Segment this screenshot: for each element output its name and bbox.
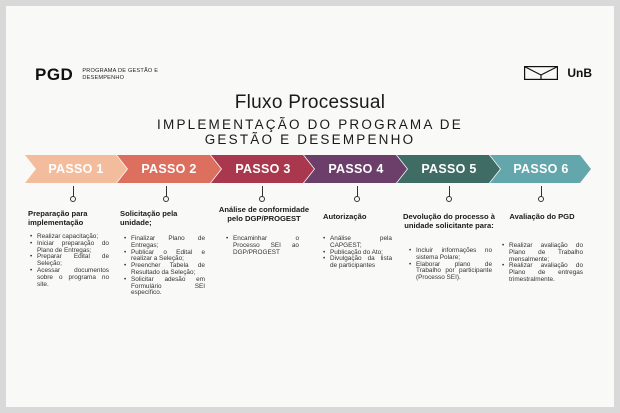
step-1-arrow bbox=[25, 155, 127, 183]
step-5-heading: Devolução do processo à unidade solicita… bbox=[403, 212, 495, 230]
list-item: Acessar documentos sobre o programa no s… bbox=[30, 267, 109, 288]
step-6-node bbox=[538, 196, 544, 202]
list-item: Encaminhar o Processo SEI ao DGP/PROGEST bbox=[226, 235, 299, 256]
step-4-connector bbox=[357, 186, 358, 198]
step-2-list: Finalizar Plano de Entregas; Publicar o … bbox=[122, 235, 205, 297]
step-1-list: Realizar capacitação; Iniciar preparação… bbox=[28, 233, 109, 288]
step-3-arrow bbox=[211, 155, 314, 183]
process-arrows bbox=[25, 155, 591, 183]
list-item: Análise pela CAPGEST; bbox=[323, 235, 392, 250]
step-3-node bbox=[259, 196, 265, 202]
list-item: Preparar Edital de Seleção; bbox=[30, 254, 109, 268]
step-5-arrow bbox=[397, 155, 500, 183]
step-6-list: Realizar avaliação do Plano de Trabalho … bbox=[500, 242, 583, 284]
step-1-heading: Preparação para implementação bbox=[28, 209, 88, 227]
page-subtitle: IMPLEMENTAÇÃO DO PROGRAMA DE GESTÃO E DE… bbox=[157, 117, 463, 147]
list-item: Incluir informações no sistema Polare; bbox=[409, 247, 492, 262]
step-2-connector bbox=[166, 186, 167, 198]
unb-mark-icon bbox=[524, 66, 559, 80]
step-5-list: Incluir informações no sistema Polare; E… bbox=[407, 247, 492, 282]
step-2-heading: Solicitação pela unidade; bbox=[120, 209, 178, 227]
step-3-label: PASSO 3 bbox=[235, 162, 291, 176]
list-item: Publicação do Ato; bbox=[323, 249, 392, 257]
pgd-logo-full-name: PROGRAMA DE GESTÃO E DESEMPENHO bbox=[82, 68, 159, 81]
step-3-heading: Análise de conformidade pelo DGP/PROGEST bbox=[218, 205, 310, 223]
diagram-page: PGD PROGRAMA DE GESTÃO E DESEMPENHO UnB … bbox=[6, 6, 614, 407]
list-item: Elaborar plano de Trabalho por participa… bbox=[409, 261, 492, 282]
step-1-label: PASSO 1 bbox=[48, 162, 104, 176]
step-6-connector bbox=[541, 186, 542, 198]
pgd-logo: PGD PROGRAMA DE GESTÃO E DESEMPENHO bbox=[35, 65, 172, 85]
list-item: Realizar avaliação do Plano de Trabalho … bbox=[502, 242, 583, 263]
list-item: Divulgação da lista de participantes bbox=[323, 256, 392, 270]
step-4-list: Análise pela CAPGEST; Publicação do Ato;… bbox=[321, 235, 392, 270]
pgd-logo-abbr: PGD bbox=[35, 65, 74, 84]
step-2-node bbox=[163, 196, 169, 202]
step-6-arrow bbox=[490, 155, 591, 183]
unb-logo-name: UnB bbox=[567, 66, 592, 80]
step-3-list: Encaminhar o Processo SEI ao DGP/PROGEST bbox=[224, 235, 299, 256]
step-4-node bbox=[354, 196, 360, 202]
step-5-connector bbox=[449, 186, 450, 198]
step-5-label: PASSO 5 bbox=[421, 162, 477, 176]
step-6-label: PASSO 6 bbox=[513, 162, 569, 176]
step-4-heading: Autorização bbox=[323, 212, 367, 221]
step-5-node bbox=[446, 196, 452, 202]
page-title: Fluxo Processual bbox=[234, 92, 386, 113]
step-2-label: PASSO 2 bbox=[141, 162, 197, 176]
step-2-arrow bbox=[117, 155, 221, 183]
step-6-heading: Avaliação do PGD bbox=[509, 212, 575, 221]
list-item: Realizar capacitação; bbox=[30, 233, 109, 241]
list-item: Solicitar adesão em Formulário SEI espec… bbox=[124, 276, 205, 297]
step-3-connector bbox=[262, 186, 263, 198]
list-item: Realizar avaliação do Plano de entregas … bbox=[502, 262, 583, 283]
step-1-connector bbox=[73, 186, 74, 198]
list-item: Preencher Tabela de Resultado da Seleção… bbox=[124, 262, 205, 277]
step-4-label: PASSO 4 bbox=[328, 162, 384, 176]
step-4-arrow bbox=[304, 155, 407, 183]
unb-logo: UnB bbox=[524, 66, 592, 80]
list-item: Publicar o Edital e realizar a Seleção; bbox=[124, 249, 205, 264]
list-item: Finalizar Plano de Entregas; bbox=[124, 235, 205, 250]
list-item: Iniciar preparação do Plano de Entregas; bbox=[30, 240, 109, 255]
step-1-node bbox=[70, 196, 76, 202]
